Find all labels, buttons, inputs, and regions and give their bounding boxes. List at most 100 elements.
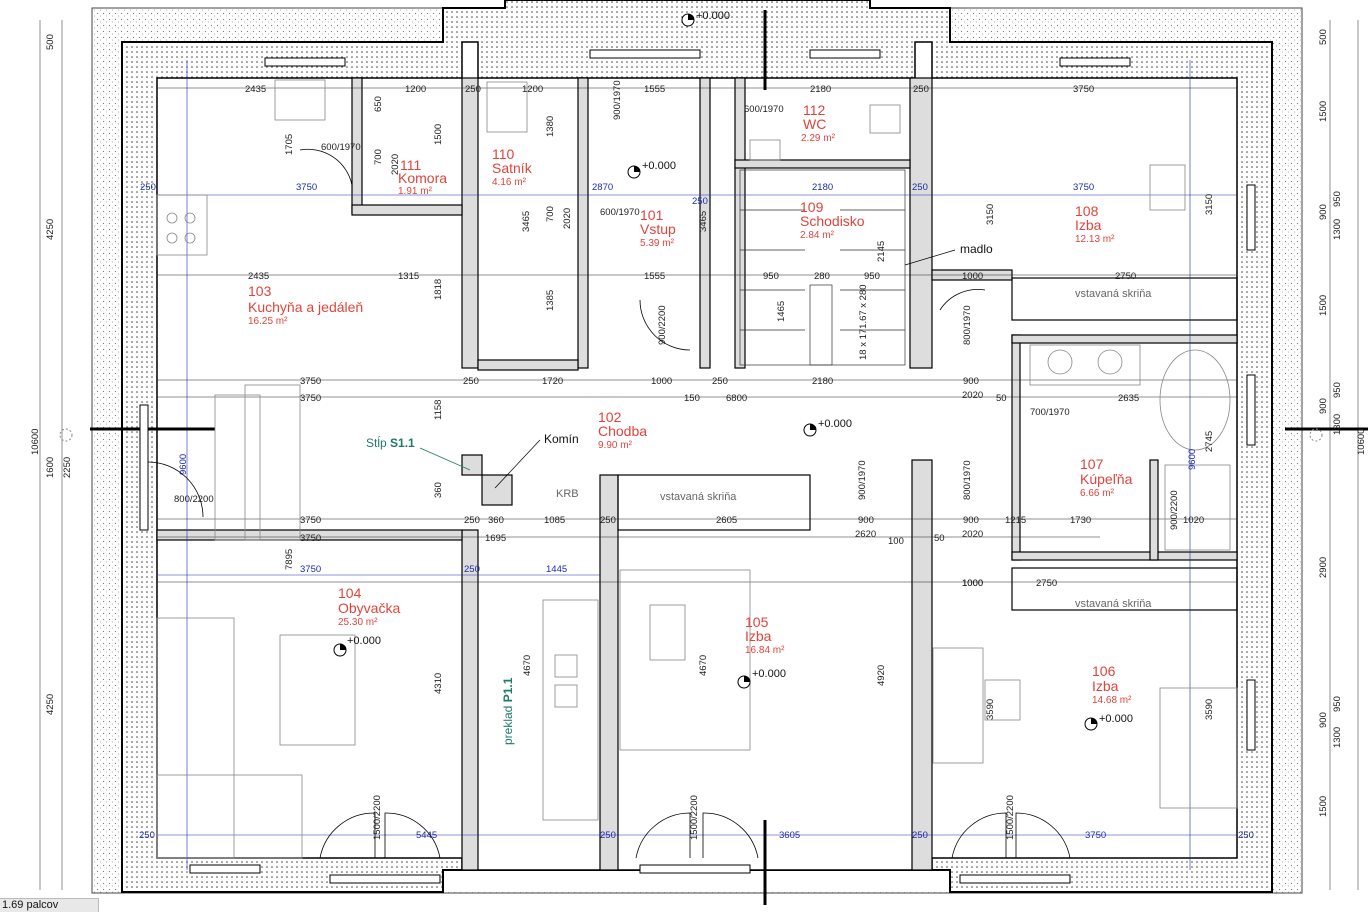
dim: 3750 <box>300 533 321 544</box>
dim: 1200 <box>405 84 426 95</box>
level-value: +0.000 <box>1099 713 1133 725</box>
dim: 3750 <box>300 393 321 404</box>
dim: 900 <box>1318 712 1329 728</box>
dim: 6800 <box>726 393 747 404</box>
dim: 4670 <box>522 655 533 676</box>
level-marker: +0.000 <box>333 635 381 657</box>
door-label: 800/1970 <box>962 460 973 500</box>
axis-markers <box>59 428 1323 442</box>
dim: 500 <box>45 34 56 50</box>
room-103-area: 16.25 m² <box>248 316 288 327</box>
door-swings <box>147 148 1071 859</box>
dim: 250 <box>139 830 155 841</box>
door-label: 900/2200 <box>1169 490 1180 530</box>
dim: 2180 <box>812 182 833 193</box>
room-101-area: 5.39 m² <box>640 238 675 249</box>
dim: 1500 <box>433 124 444 145</box>
room-105-area: 16.84 m² <box>745 645 785 656</box>
dim: 900 <box>1318 204 1329 220</box>
madlo-label: madlo <box>960 242 993 256</box>
door-label: 700/1970 <box>1030 407 1070 418</box>
dim: 1500 <box>1318 796 1329 817</box>
room-108-area: 12.13 m² <box>1075 234 1115 245</box>
room-104-area: 25.30 m² <box>338 617 378 628</box>
dim: 3465 <box>521 211 532 232</box>
level-value: +0.000 <box>347 635 381 647</box>
dim: 2020 <box>562 208 573 229</box>
dim: 950 <box>1332 191 1343 207</box>
level-marker: +0.000 <box>681 10 730 27</box>
door-label: 900/1970 <box>612 80 623 120</box>
dim: 1000 <box>962 271 983 282</box>
level-value: +0.000 <box>818 418 852 430</box>
dim: 2750 <box>1036 578 1057 589</box>
room-107-area: 6.66 m² <box>1080 488 1115 499</box>
room-111-number: 111 <box>400 157 421 173</box>
dim: 3750 <box>300 376 321 387</box>
dim: 4310 <box>433 673 444 694</box>
dim: 650 <box>373 96 384 112</box>
dim: 1300 <box>1332 219 1343 240</box>
dim: 250 <box>1238 830 1254 841</box>
dim: 1385 <box>545 290 556 311</box>
dim: 3750 <box>300 564 321 575</box>
dim: 1315 <box>398 271 419 282</box>
dim: 250 <box>140 182 156 193</box>
level-marker: +0.000 <box>627 160 676 179</box>
door-label: 900/2200 <box>657 305 668 345</box>
dim: 250 <box>692 196 708 207</box>
dim: 500 <box>1318 29 1329 45</box>
dim: 900 <box>1318 398 1329 414</box>
room-105-number: 105 <box>745 614 769 630</box>
dim: 2635 <box>1118 393 1139 404</box>
room-110-area: 4.16 m² <box>492 177 527 188</box>
dim: 950 <box>1332 382 1343 398</box>
room-106-name: Izba <box>1092 678 1119 694</box>
dimension-texts: 2435 1200 250 1200 1555 2180 3750 250 25… <box>139 84 1254 841</box>
level-marker: +0.000 <box>1084 713 1133 731</box>
room-111-area: 1.91 m² <box>398 186 433 197</box>
furniture <box>156 79 1238 859</box>
closet-label: vstavaná skriňa <box>1075 598 1152 610</box>
dim: 250 <box>600 830 616 841</box>
krb-label: KRB <box>556 488 579 500</box>
dim: 950 <box>1332 696 1343 712</box>
dim: 1020 <box>1183 515 1204 526</box>
dim: 2180 <box>810 84 831 95</box>
dimension-lines <box>39 20 1359 890</box>
room-108-name: Izba <box>1075 217 1102 233</box>
room-101-name: Vstup <box>640 221 676 237</box>
dim: 1215 <box>1005 515 1026 526</box>
dim: 2020 <box>962 529 983 540</box>
dim: 7895 <box>284 549 295 570</box>
dim: 900 <box>963 515 979 526</box>
dim: 2145 <box>876 241 887 262</box>
dim: 3750 <box>296 182 317 193</box>
room-108-number: 108 <box>1075 203 1099 219</box>
dim: 360 <box>433 482 444 498</box>
room-106-area: 14.68 m² <box>1092 695 1132 706</box>
dim: 1445 <box>546 564 567 575</box>
level-marker: +0.000 <box>803 418 852 437</box>
dim: 100 <box>888 536 904 547</box>
dim: 1000 <box>651 376 672 387</box>
lintel-label: preklad P1.1 <box>501 677 515 745</box>
door-labels: 600/1970 600/1970 600/1970 900/1970 800/… <box>174 80 1180 840</box>
closet-label: vstavaná skriňa <box>1075 288 1152 300</box>
dim: 1695 <box>485 533 506 544</box>
dim: 2620 <box>855 529 876 540</box>
door-label: 600/1970 <box>600 207 640 218</box>
dim: 3150 <box>985 204 996 225</box>
room-104-number: 104 <box>338 585 362 601</box>
room-101-number: 101 <box>640 207 664 223</box>
dim: 3590 <box>1204 699 1215 720</box>
stairs <box>739 169 906 366</box>
dim: 2900 <box>1318 557 1329 578</box>
door-label: 1500/2200 <box>689 795 700 840</box>
dim: 1380 <box>545 116 556 137</box>
dim: 250 <box>464 515 480 526</box>
dim: 1720 <box>542 376 563 387</box>
room-103-name: Kuchyňa a jedáleň <box>248 299 363 315</box>
dim: 3750 <box>300 515 321 526</box>
room-112-name: WC <box>803 116 826 132</box>
